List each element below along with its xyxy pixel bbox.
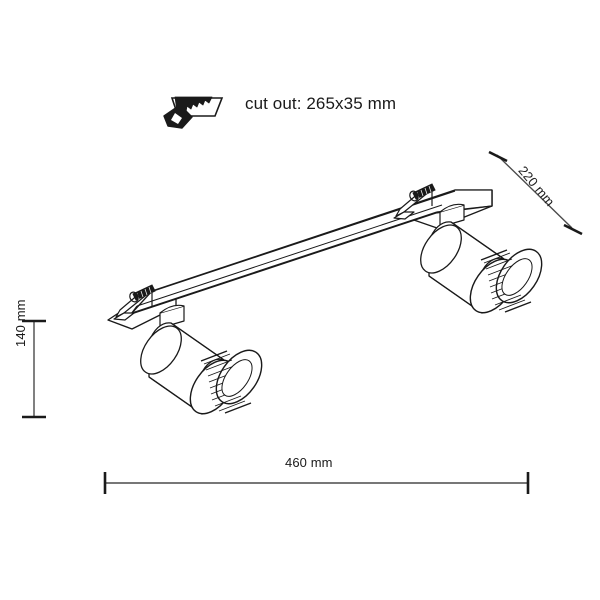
dimension-label-width: 460 mm	[285, 455, 333, 470]
cutout-label: cut out: 265x35 mm	[245, 94, 397, 113]
handsaw-icon	[163, 96, 224, 129]
spring-clip-right	[393, 183, 436, 220]
dimension-line-height	[22, 319, 46, 419]
fixture-assembly	[107, 183, 543, 415]
dimension-line-depth	[488, 150, 583, 236]
heatsink-ring-right	[469, 248, 543, 314]
dimension-label-height: 140 mm	[13, 299, 28, 347]
heatsink-ring-left	[189, 349, 263, 415]
dimension-line-width	[103, 472, 530, 494]
spring-clip-left	[113, 284, 156, 321]
spotlight-right	[420, 203, 543, 314]
spotlight-left	[140, 304, 263, 415]
